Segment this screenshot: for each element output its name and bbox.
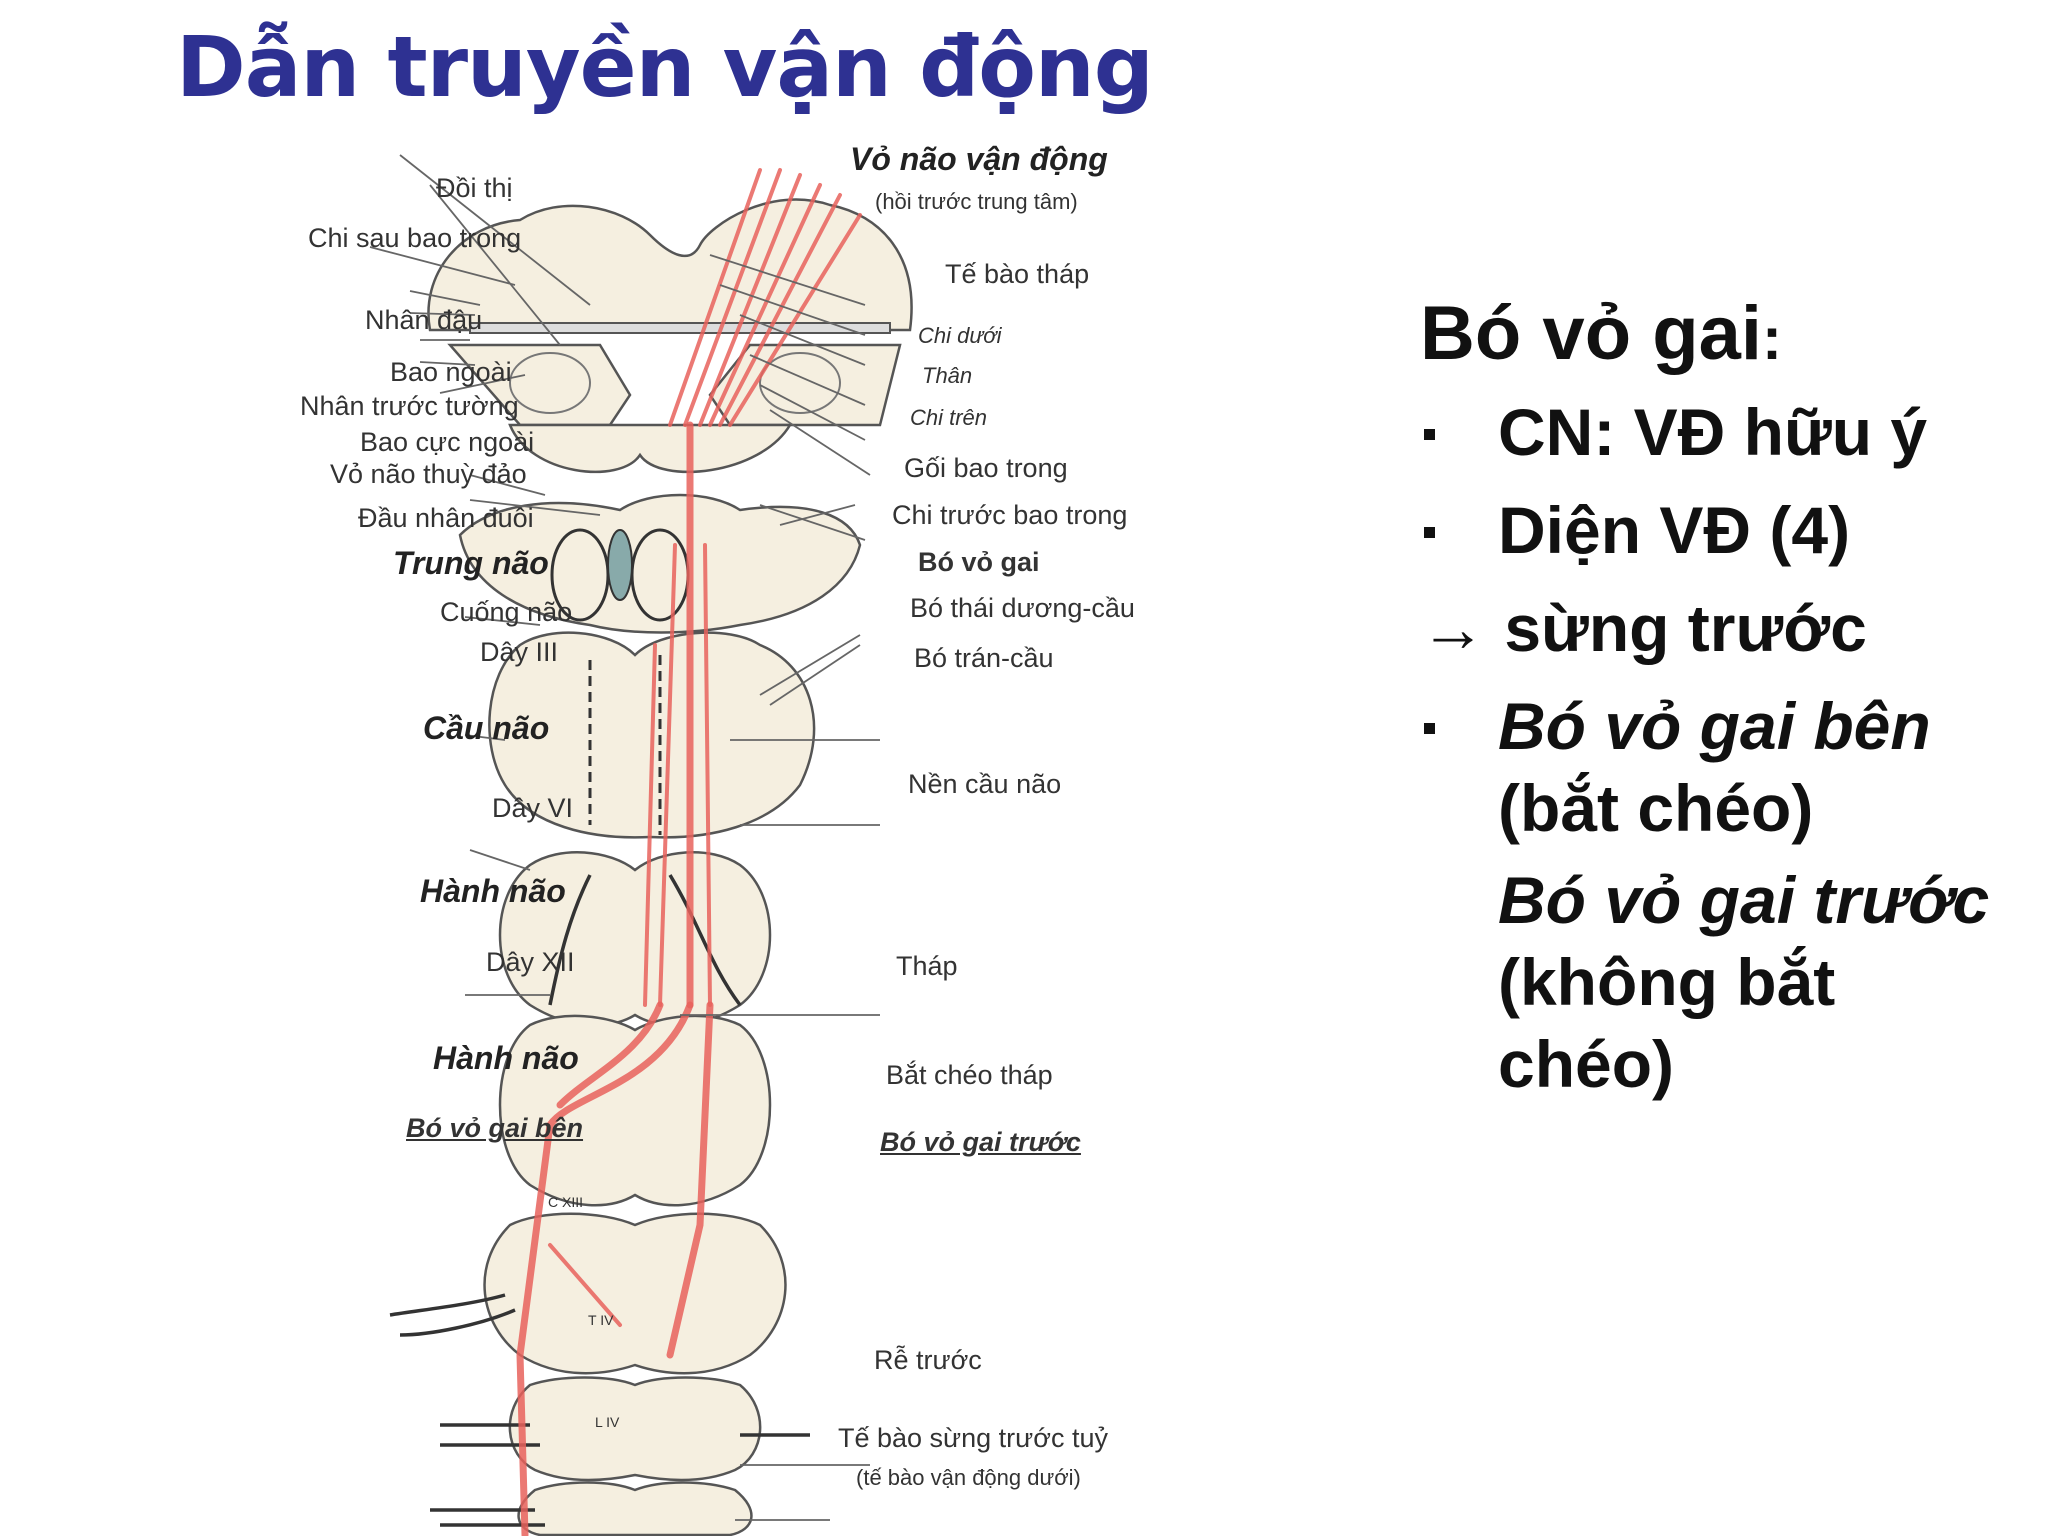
midbrain-section xyxy=(458,493,862,634)
label-genu: Gối bao trong xyxy=(904,453,1068,483)
label-pons: Cầu não xyxy=(423,710,550,746)
slide-title: Dẫn truyền vận động xyxy=(176,18,1154,116)
label-claustrum: Nhân trước tường xyxy=(300,391,519,421)
label-pyramidal-cell: Tế bào tháp xyxy=(945,259,1090,289)
label-ventral-root: Rễ trước xyxy=(874,1345,982,1375)
label-cn12: Dây XII xyxy=(486,947,575,977)
bullet-marker xyxy=(1424,527,1435,539)
label-external-capsule: Bao ngoài xyxy=(390,357,512,387)
motor-pathway-illustration: .sec { fill: #f5efe0; stroke: #555; stro… xyxy=(369,154,913,1536)
bullet-function: CN: VĐ hữu ý xyxy=(1420,391,2040,473)
content-panel: Bó vỏ gai: CN: VĐ hữu ý Diện VĐ (4) → sừ… xyxy=(1420,290,2040,1121)
label-caudate-head: Đầu nhân đuôi xyxy=(358,503,534,533)
label-corticospinal: Bó vỏ gai xyxy=(918,547,1040,577)
label-t4: T IV xyxy=(588,1312,614,1328)
bullet-marker xyxy=(1424,429,1435,441)
motor-pathway-diagram: .sec { fill: #f5efe0; stroke: #555; stro… xyxy=(290,125,1190,1536)
anterior-tract-note-1: (không bắt xyxy=(1498,945,1836,1020)
panel-heading-text: Bó vỏ gai xyxy=(1420,291,1763,376)
lateral-tract-note: (bắt chéo) xyxy=(1498,771,1814,846)
label-trunk: Thân xyxy=(922,363,973,388)
label-basis-pontis: Nền cầu não xyxy=(908,769,1062,799)
spinal-cord-lumbar xyxy=(430,1481,753,1536)
cerebrum-section xyxy=(427,198,913,474)
bullet-motor-area-text: Diện VĐ (4) xyxy=(1498,493,1851,568)
label-extreme-capsule: Bao cực ngoài xyxy=(360,427,535,457)
panel-heading-colon: : xyxy=(1762,305,1783,372)
arrow-anterior-horn-text: → sừng trước xyxy=(1420,591,1867,666)
lateral-tract-name: Bó vỏ gai bên xyxy=(1498,689,1931,764)
label-lower-motor-neuron: (tế bào vận động dưới) xyxy=(856,1465,1081,1490)
label-decussation: Bắt chéo tháp xyxy=(886,1060,1053,1090)
spinal-cord-cervical xyxy=(389,1212,787,1375)
leader-lines xyxy=(369,154,880,1521)
corticospinal-tract-lines xyxy=(516,168,862,1536)
arrow-anterior-horn: → sừng trước xyxy=(1420,587,2040,669)
bullet-motor-area: Diện VĐ (4) xyxy=(1420,489,2040,571)
label-cn6: Dây VI xyxy=(492,793,574,823)
label-thalamus: Đồi thị xyxy=(436,173,513,203)
label-insula: Vỏ não thuỳ đảo xyxy=(330,459,527,489)
label-lentiform: Nhân đậu xyxy=(365,305,483,335)
label-motor-cortex: Vỏ não vận động xyxy=(850,141,1108,177)
label-motor-cortex-sub: (hồi trước trung tâm) xyxy=(875,189,1078,214)
label-pyramid: Tháp xyxy=(896,951,958,981)
label-anterior-limb: Chi trước bao trong xyxy=(892,500,1128,530)
label-l4: L IV xyxy=(595,1414,620,1430)
label-anterior-horn-cell: Tế bào sừng trước tuỷ xyxy=(838,1423,1108,1453)
label-upper-limb: Chi trên xyxy=(910,405,988,430)
anterior-tract-note-2: chéo) xyxy=(1498,1027,1675,1102)
panel-heading: Bó vỏ gai: xyxy=(1420,290,2040,377)
label-c8: C XIII xyxy=(548,1194,584,1210)
anterior-tract-name: Bó vỏ gai trước xyxy=(1498,863,1990,938)
bullet-function-text: CN: VĐ hữu ý xyxy=(1498,395,1928,470)
label-fronto-pontine: Bó trán-cầu xyxy=(914,643,1054,673)
label-lower-limb: Chi dưới xyxy=(918,323,1002,348)
label-anterior-cst: Bó vỏ gai trước xyxy=(880,1127,1081,1157)
label-cn3: Dây III xyxy=(480,637,559,667)
label-medulla-1: Hành não xyxy=(420,873,566,909)
bullet-tracts: Bó vỏ gai bên (bắt chéo) Bó vỏ gai trước… xyxy=(1420,685,2040,1105)
spinal-cord-thoracic xyxy=(440,1376,810,1482)
medulla-upper-section xyxy=(498,851,772,1027)
label-peduncle: Cuống não xyxy=(440,597,573,627)
label-medulla-2: Hành não xyxy=(433,1040,579,1076)
label-post-limb: Chi sau bao trong xyxy=(308,223,522,253)
label-lateral-cst: Bó vỏ gai bên xyxy=(406,1113,584,1143)
bullet-marker xyxy=(1424,723,1435,735)
label-temporo-pontine: Bó thái dương-cầu xyxy=(910,593,1135,623)
label-midbrain: Trung não xyxy=(393,545,549,581)
